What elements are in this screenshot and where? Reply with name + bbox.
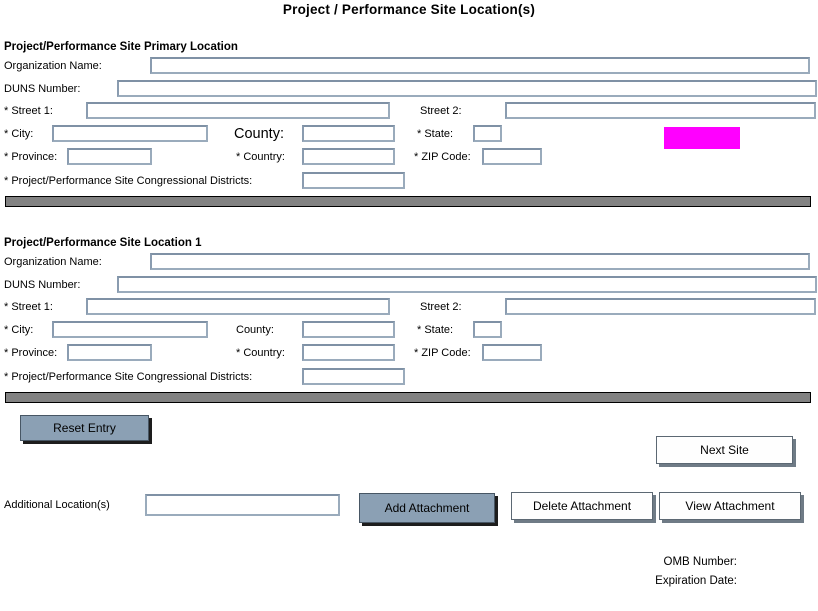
additional-locations-label: Additional Location(s) — [4, 499, 110, 511]
city-label: * City: — [4, 128, 34, 140]
omb-footer: OMB Number: Expiration Date: — [557, 553, 737, 591]
street2-label: Street 2: — [420, 105, 462, 117]
street1-label: * Street 1: — [4, 301, 53, 313]
add-attachment-button[interactable]: Add Attachment — [359, 493, 495, 523]
county-label: County: — [234, 126, 284, 142]
organization-name-label: Organization Name: — [4, 60, 102, 72]
magenta-highlight-box — [664, 127, 740, 149]
province-label: * Province: — [4, 151, 58, 163]
street2-input[interactable] — [505, 298, 816, 315]
reset-entry-button[interactable]: Reset Entry — [20, 415, 149, 441]
zip-code-label: * ZIP Code: — [414, 347, 471, 359]
city-input[interactable] — [52, 321, 208, 338]
country-input[interactable] — [302, 344, 395, 361]
street1-input[interactable] — [86, 298, 390, 315]
country-input[interactable] — [302, 148, 395, 165]
zip-code-input[interactable] — [482, 148, 542, 165]
organization-name-input[interactable] — [150, 253, 810, 270]
street2-input[interactable] — [505, 102, 816, 119]
duns-number-label: DUNS Number: — [4, 83, 81, 95]
congressional-districts-label: * Project/Performance Site Congressional… — [4, 371, 253, 383]
county-input[interactable] — [302, 321, 395, 338]
primary-location-section: Project/Performance Site Primary Locatio… — [0, 41, 818, 211]
country-label: * Country: — [236, 151, 285, 163]
state-label: * State: — [417, 324, 454, 336]
page-title: Project / Performance Site Location(s) — [282, 2, 536, 17]
section-divider-bar — [5, 196, 811, 207]
country-label: * Country: — [236, 347, 285, 359]
state-input[interactable] — [473, 321, 502, 338]
zip-code-label: * ZIP Code: — [414, 151, 471, 163]
street1-input[interactable] — [86, 102, 390, 119]
province-input[interactable] — [67, 344, 152, 361]
county-input[interactable] — [302, 125, 395, 142]
county-label: County: — [236, 324, 274, 336]
delete-attachment-button[interactable]: Delete Attachment — [511, 492, 653, 520]
congressional-districts-input[interactable] — [302, 172, 405, 189]
zip-code-input[interactable] — [482, 344, 542, 361]
street1-label: * Street 1: — [4, 105, 53, 117]
omb-number-label: OMB Number: — [663, 556, 738, 568]
city-label: * City: — [4, 324, 34, 336]
duns-number-input[interactable] — [117, 276, 817, 293]
street2-label: Street 2: — [420, 301, 462, 313]
section-header-primary: Project/Performance Site Primary Locatio… — [4, 41, 238, 53]
organization-name-label: Organization Name: — [4, 256, 102, 268]
duns-number-input[interactable] — [117, 80, 817, 97]
duns-number-label: DUNS Number: — [4, 279, 81, 291]
section-divider-bar — [5, 392, 811, 403]
congressional-districts-label: * Project/Performance Site Congressional… — [4, 175, 253, 187]
state-label: * State: — [417, 128, 454, 140]
section-header-location-1: Project/Performance Site Location 1 — [4, 237, 202, 249]
expiration-date-label: Expiration Date: — [655, 575, 737, 587]
state-input[interactable] — [473, 125, 502, 142]
view-attachment-button[interactable]: View Attachment — [659, 492, 801, 520]
location-1-section: Project/Performance Site Location 1 Orga… — [0, 237, 818, 407]
province-label: * Province: — [4, 347, 58, 359]
province-input[interactable] — [67, 148, 152, 165]
additional-locations-input[interactable] — [145, 494, 340, 516]
next-site-button[interactable]: Next Site — [656, 436, 793, 464]
congressional-districts-input[interactable] — [302, 368, 405, 385]
organization-name-input[interactable] — [150, 57, 810, 74]
city-input[interactable] — [52, 125, 208, 142]
